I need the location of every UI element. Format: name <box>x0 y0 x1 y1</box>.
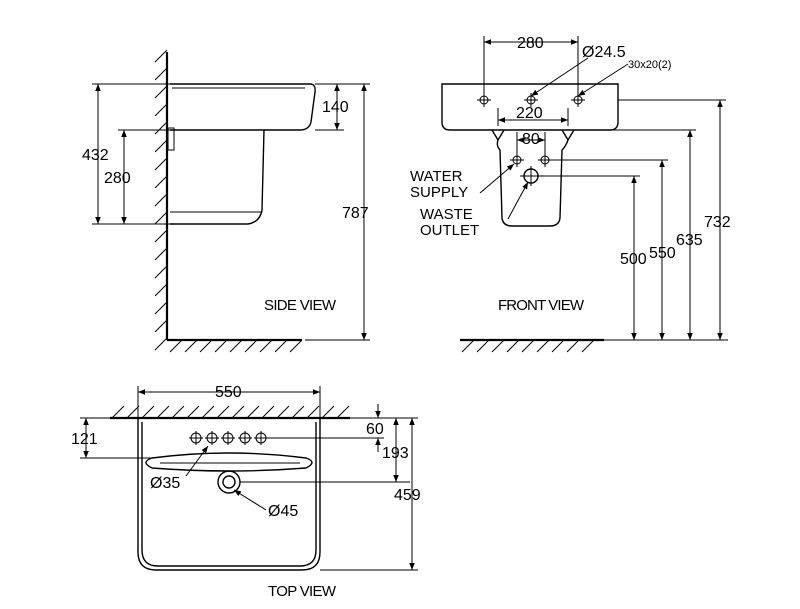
dim-280-front: 280 <box>517 35 544 52</box>
side-view-title: SIDE VIEW <box>264 297 337 314</box>
dim-732: 732 <box>704 214 731 231</box>
dim-d45: Ø45 <box>268 503 298 520</box>
overflow-slot <box>145 452 313 472</box>
dim-220: 220 <box>516 105 543 122</box>
dim-550: 550 <box>649 245 676 262</box>
dim-280-side: 280 <box>104 170 131 187</box>
dim-80: 80 <box>522 131 540 148</box>
dim-121: 121 <box>71 431 98 448</box>
wall-hatch <box>154 49 168 351</box>
top-view: 550 121 60 193 459 Ø35 Ø45 TOP VIEW <box>71 384 421 600</box>
side-view: 432 280 140 787 SIDE VIEW <box>82 49 370 353</box>
label-waste: WASTE <box>420 206 473 223</box>
pedestal-side-profile <box>170 129 265 225</box>
dim-432: 432 <box>82 147 109 164</box>
label-supply: SUPPLY <box>410 184 468 201</box>
basin-top-outline <box>137 418 321 571</box>
bracket-right <box>561 129 575 142</box>
top-view-title: TOP VIEW <box>268 583 337 600</box>
dim-550-top: 550 <box>215 384 242 401</box>
front-view-title: FRONT VIEW <box>498 297 585 314</box>
label-outlet: OUTLET <box>420 222 479 239</box>
dim-slot: 30x20(2) <box>628 59 671 71</box>
label-water: WATER <box>410 168 463 185</box>
dim-635: 635 <box>676 232 703 249</box>
bracket-side <box>167 127 175 151</box>
pedestal-front <box>496 139 569 227</box>
front-floor-hatch <box>461 339 595 353</box>
basin-side-profile <box>170 83 316 131</box>
dim-459: 459 <box>394 487 421 504</box>
top-wall-hatch <box>111 405 350 419</box>
basin-top-inner <box>141 422 317 567</box>
dim-140: 140 <box>322 99 349 116</box>
dim-500: 500 <box>620 251 647 268</box>
dim-60: 60 <box>366 421 384 438</box>
supply-holes <box>510 153 552 186</box>
drain-inner <box>222 475 236 489</box>
bracket-left <box>491 129 505 142</box>
dim-d35: Ø35 <box>150 475 180 492</box>
dim-787: 787 <box>342 205 369 222</box>
top-tap-holes <box>189 431 268 445</box>
dim-193: 193 <box>382 445 409 462</box>
floor-hatch <box>169 339 303 353</box>
drain-outer <box>217 470 241 494</box>
front-view: 280 Ø24.5 30x20(2) 220 80 WATER SUPPLY W… <box>410 35 731 353</box>
dim-hole-diameter: Ø24.5 <box>582 44 626 61</box>
